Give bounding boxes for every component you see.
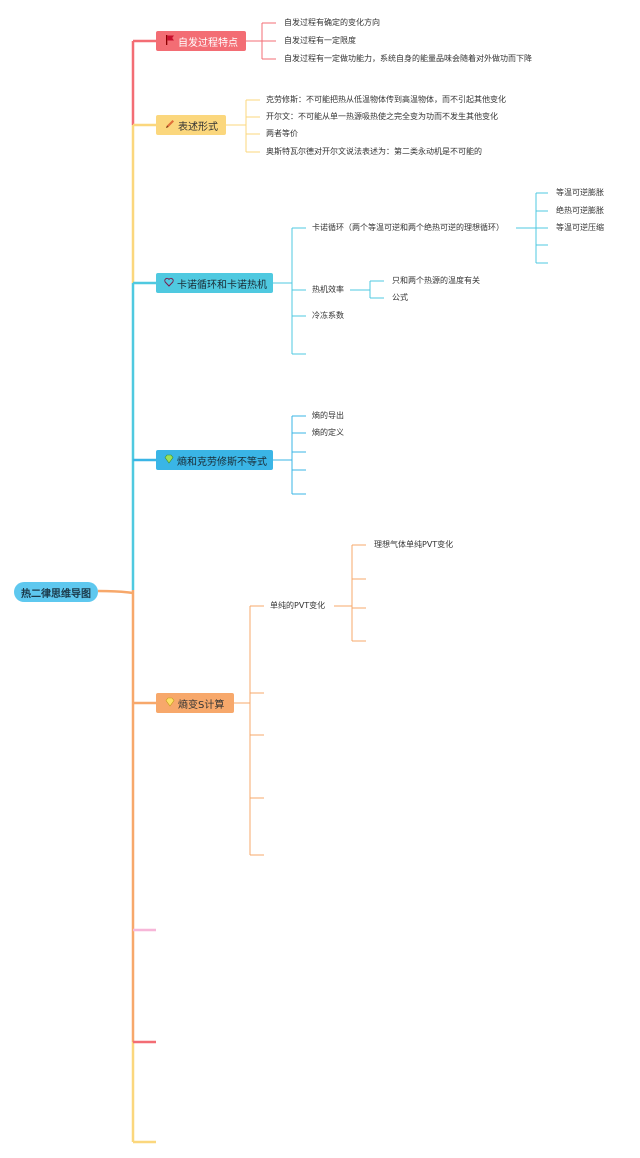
- list-item: 公式: [392, 293, 408, 302]
- pencil-icon: [164, 119, 175, 132]
- list-item: 克劳修斯：不可能把热从低温物体传到高温物体，而不引起其他变化: [266, 95, 506, 104]
- branch-carnot[interactable]: 卡诺循环和卡诺热机: [156, 273, 273, 293]
- list-item: 奥斯特瓦尔德对开尔文说法表述为：第二类永动机是不可能的: [266, 147, 482, 156]
- list-item: 只和两个热源的温度有关: [392, 276, 480, 285]
- branch-label: 自发过程特点: [178, 37, 238, 49]
- branch-entropy-clausius[interactable]: 熵和克劳修斯不等式: [156, 450, 273, 470]
- heart-icon: [164, 277, 174, 290]
- list-item: 两者等价: [266, 129, 298, 138]
- list-item: 绝热可逆膨胀: [556, 206, 604, 215]
- diamond-icon: [164, 697, 175, 710]
- list-item: 熵的定义: [312, 428, 344, 437]
- list-item: 热机效率: [312, 285, 344, 294]
- list-item: 开尔文：不可能从单一热源吸热使之完全变为功而不发生其他变化: [266, 112, 498, 121]
- list-item: 等温可逆压缩: [556, 223, 604, 232]
- branch-label: 熵和克劳修斯不等式: [177, 456, 267, 468]
- list-item: 自发过程有一定限度: [284, 36, 356, 45]
- root-label: 热二律思维导图: [21, 588, 91, 600]
- list-item: 熵的导出: [312, 411, 344, 420]
- list-item: 自发过程有一定做功能力，系统自身的能量品味会随着对外做功而下降: [284, 54, 532, 63]
- branch-label: 表述形式: [178, 121, 218, 133]
- list-item: 理想气体单纯PVT变化: [374, 540, 454, 549]
- list-item: 卡诺循环（两个等温可逆和两个绝热可逆的理想循环）: [312, 223, 504, 232]
- branch-statement-forms[interactable]: 表述形式: [156, 115, 226, 135]
- branch-entropy-change[interactable]: 熵变S计算: [156, 693, 234, 713]
- list-item: 冷冻系数: [312, 311, 344, 320]
- flag-icon: [164, 34, 175, 48]
- branch-spontaneous-process[interactable]: 自发过程特点: [156, 31, 246, 51]
- list-item: 等温可逆膨胀: [556, 188, 604, 197]
- list-item: 自发过程有确定的变化方向: [284, 18, 380, 27]
- branch-label: 熵变S计算: [178, 699, 225, 711]
- root-node[interactable]: 热二律思维导图: [14, 582, 98, 602]
- branch-label: 卡诺循环和卡诺热机: [177, 279, 267, 291]
- diamond-icon: [164, 454, 174, 467]
- list-item: 单纯的PVT变化: [270, 601, 326, 610]
